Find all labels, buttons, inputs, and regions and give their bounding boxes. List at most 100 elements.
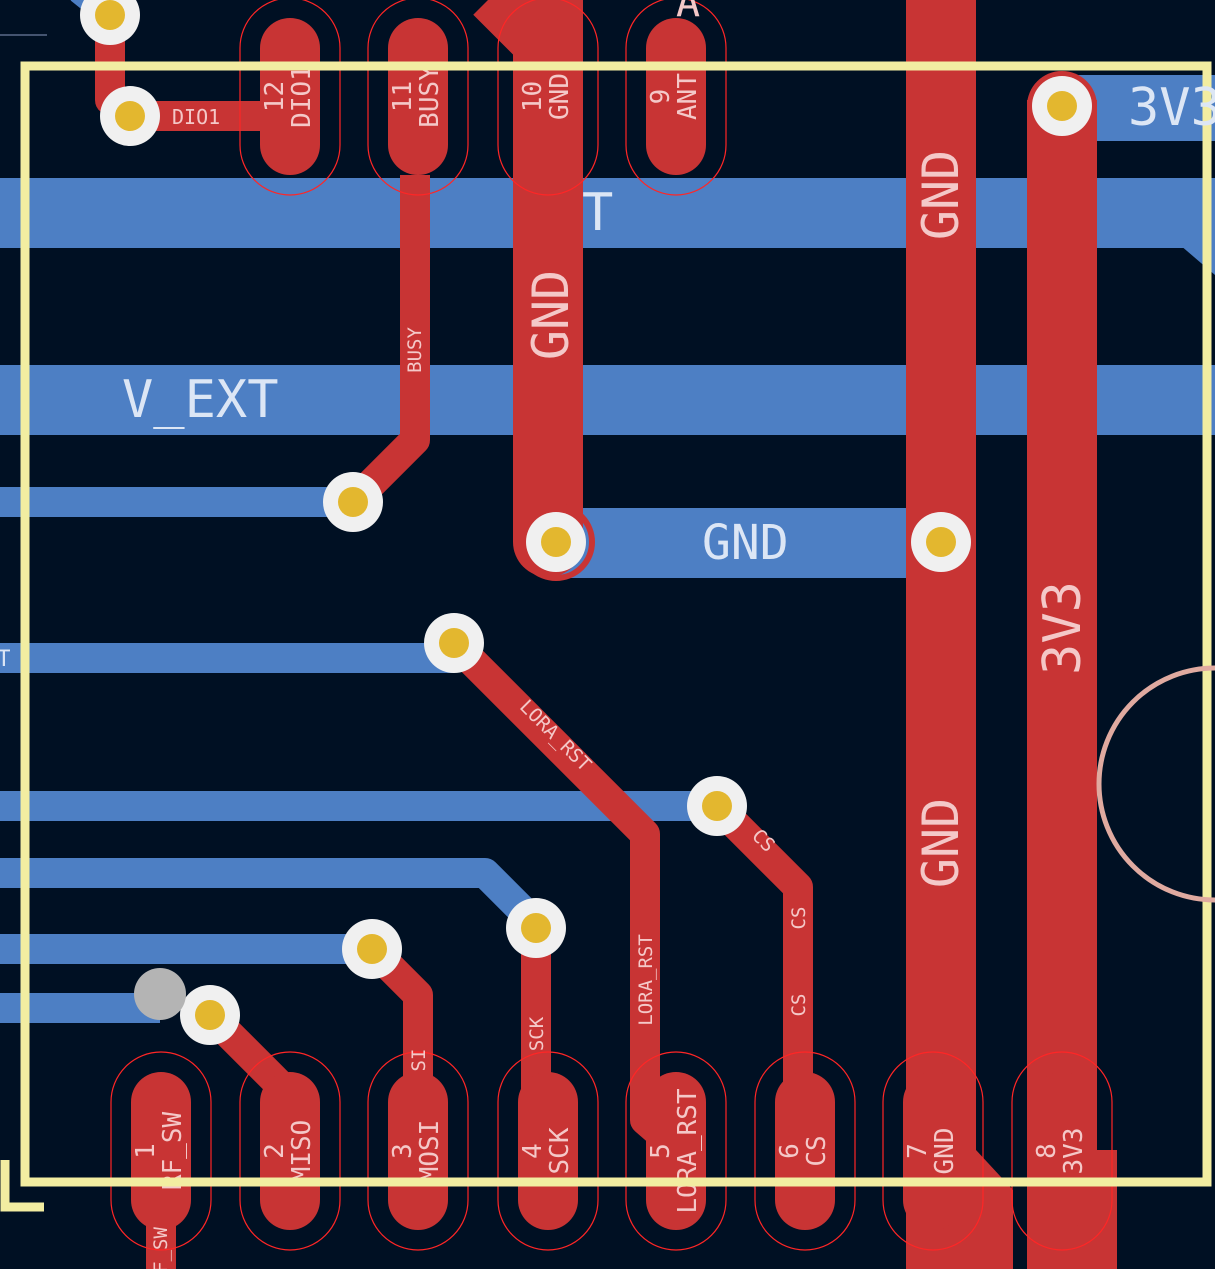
pad-courtyard: [239, 1051, 341, 1251]
net-label-dio1-trace: DIO1: [172, 105, 220, 129]
net-label-3v3-back: 3V3: [1128, 78, 1215, 138]
pad-net-label: BUSY: [415, 65, 445, 128]
pad-net-label: CS: [802, 1135, 832, 1166]
pad-net-label: RF_SW: [158, 1112, 188, 1191]
pad-miso[interactable]: [260, 1072, 320, 1230]
bottom-pin-1[interactable]: 1RF_SW: [110, 1051, 212, 1251]
pad-dio1[interactable]: [260, 18, 320, 175]
pad-courtyard: [367, 0, 469, 196]
net-label-sck-trace: SCK: [526, 1016, 548, 1051]
via-sck[interactable]: [506, 898, 566, 958]
pad-net-label: GND: [545, 73, 575, 120]
pad-rf-sw[interactable]: [131, 1072, 191, 1230]
pad-ant[interactable]: [646, 18, 706, 175]
pad-courtyard: [497, 1051, 599, 1251]
via-drill: [702, 791, 732, 821]
via-drill: [115, 101, 145, 131]
pad-number: 11: [388, 81, 418, 112]
pad-courtyard: [625, 1051, 727, 1251]
silkscreen-module-outline: [20, 61, 1212, 1187]
via-drill: [926, 527, 956, 557]
pad-3v3[interactable]: [1032, 1072, 1092, 1230]
front-trace-gnd-vertical[interactable]: [906, 0, 976, 1269]
net-label-cs-lower: CS: [788, 994, 810, 1017]
pad-sck[interactable]: [518, 1072, 578, 1230]
pad-gnd[interactable]: [518, 18, 578, 175]
net-label-lora-rst-vert: LORA_RST: [635, 934, 657, 1026]
net-label-top-partial: A: [676, 0, 700, 26]
via-drill: [195, 1000, 225, 1030]
pad-courtyard: [239, 0, 341, 196]
via-busy[interactable]: [323, 472, 383, 532]
via-dio1-top[interactable]: [80, 0, 140, 45]
via-3v3[interactable]: [1032, 76, 1092, 136]
via-mosi[interactable]: [342, 919, 402, 979]
pad-cs[interactable]: [775, 1072, 835, 1230]
silkscreen-pin1-marker: [0, 1160, 44, 1212]
via-gnd-left[interactable]: [526, 512, 586, 572]
pad-lora-rst[interactable]: [646, 1072, 706, 1230]
pad-number: 5: [646, 1143, 676, 1159]
via-layer: [80, 0, 1092, 1045]
pad-gnd[interactable]: [903, 1072, 963, 1230]
net-label-cs-upper: CS: [788, 907, 810, 930]
front-trace-cs[interactable]: [706, 795, 813, 1140]
net-label-rf-sw-trace: F_SW: [150, 1227, 172, 1269]
net-label-v-ext: V_EXT: [122, 370, 279, 430]
pad-busy[interactable]: [388, 18, 448, 175]
via-lora-rst[interactable]: [424, 613, 484, 673]
front-via-gnd-ring: [517, 503, 595, 581]
pad-courtyard: [110, 1051, 212, 1251]
pad-net-label: LORA_RST: [673, 1088, 703, 1214]
pad-net-label: GND: [930, 1128, 960, 1175]
pad-courtyard: [497, 0, 599, 196]
bottom-pin-6[interactable]: 6CS: [754, 1051, 856, 1251]
pad-net-label: SCK: [545, 1127, 575, 1174]
pad-net-label: DIO1: [287, 65, 317, 128]
pad-courtyard: [1011, 1051, 1113, 1251]
net-label-busy-trace: BUSY: [404, 327, 426, 373]
pad-courtyard: [625, 0, 727, 196]
via-cs[interactable]: [687, 776, 747, 836]
back-net-labels: V_EXT T GND 3V3 ST: [0, 78, 1215, 672]
unplated-hole: [134, 968, 186, 1020]
fab-antenna-circle: [1096, 665, 1215, 903]
pad-net-label: 3V3: [1059, 1128, 1089, 1175]
pad-courtyard: [882, 1051, 984, 1251]
pad-number: 6: [775, 1143, 805, 1159]
back-trace-v-ext[interactable]: [0, 365, 1215, 435]
pad-number: 12: [260, 81, 290, 112]
net-label-v-ext-partial: T: [582, 183, 613, 243]
pad-mosi[interactable]: [388, 1072, 448, 1230]
pad-net-label: ANT: [673, 73, 703, 120]
pad-courtyard: [754, 1051, 856, 1251]
via-drill: [338, 487, 368, 517]
back-trace-v-ext-upper[interactable]: [0, 178, 1215, 248]
pad-number: 4: [518, 1143, 548, 1159]
via-dio1[interactable]: [100, 86, 160, 146]
via-miso[interactable]: [180, 985, 240, 1045]
via-drill: [357, 934, 387, 964]
pad-number: 3: [388, 1143, 418, 1159]
pad-number: 10: [518, 81, 548, 112]
via-drill: [541, 527, 571, 557]
pad-number: 8: [1032, 1143, 1062, 1159]
pad-number: 1: [131, 1143, 161, 1159]
back-trace-gnd[interactable]: [556, 508, 941, 578]
via-gnd-right[interactable]: [911, 512, 971, 572]
via-drill: [521, 913, 551, 943]
net-label-lora-rst-back: ST: [0, 647, 11, 672]
net-label-gnd-right-top: GND: [912, 150, 970, 240]
via-drill: [95, 0, 125, 30]
pad-net-label: MISO: [287, 1120, 317, 1183]
